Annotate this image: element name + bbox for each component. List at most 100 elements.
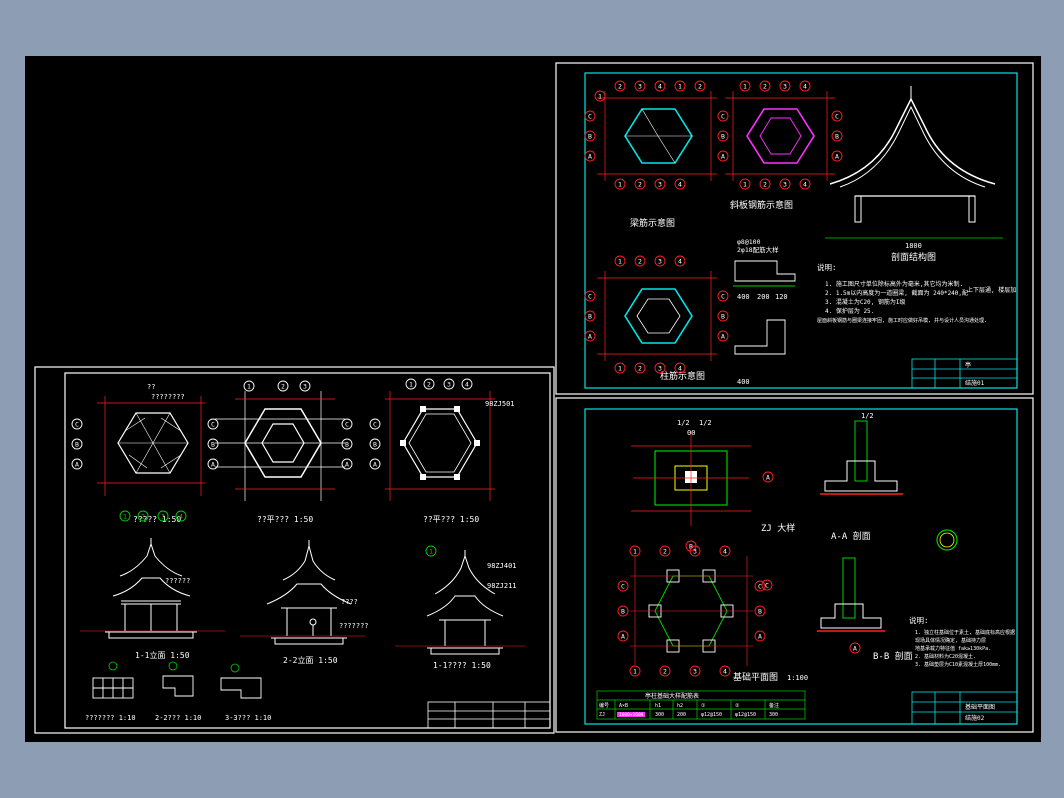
grid-bubble <box>584 330 596 342</box>
grid-bubble-label: 3 <box>658 181 662 189</box>
grid-bubble <box>754 630 766 642</box>
tr-dim-5: 1800 <box>905 242 922 250</box>
tr-note-5: 屋面斜板钢筋与圈梁连接牢固, 施工时应做好吊模, 并与设计人员沟通处理. <box>817 317 987 324</box>
grid-bubble <box>754 580 766 592</box>
grid-bubble <box>694 80 706 92</box>
grid-bubble <box>831 130 843 142</box>
grid-bubble-label: 2 <box>663 548 667 556</box>
grid-bubble-label: C <box>345 421 349 429</box>
footing-plan <box>631 431 751 526</box>
br-cell-6: 300 <box>769 712 778 718</box>
grid-bubble <box>461 378 473 390</box>
br-cell-4: φ12@150 <box>701 712 722 718</box>
cad-drawing: ????? 1:50 ??平??? 1:50 ??平??? 1:50 1-1立面… <box>34 62 1034 734</box>
tr-note-3: 3. 混凝土为C20, 钢筋为I级 <box>825 298 906 306</box>
br-title-1: 基础平面图 <box>733 671 778 683</box>
grid-bubble <box>584 290 596 302</box>
grid-bubble <box>674 178 686 190</box>
grid-bubble-label: A <box>835 153 839 161</box>
tr-note-4: 4. 保护层为 25. <box>825 307 874 315</box>
detail-callout-circles <box>108 661 240 673</box>
grid-bubble <box>689 545 701 557</box>
grid-bubble-label: A <box>345 461 349 469</box>
br-notes-header: 说明: <box>909 615 929 625</box>
sheet-tr-inner-frame <box>584 72 1018 389</box>
grid-bubble <box>617 580 629 592</box>
grid-bubble <box>369 438 381 450</box>
grid-bubble-label: C <box>211 421 215 429</box>
cad-canvas[interactable]: ????? 1:50 ??平??? 1:50 ??平??? 1:50 1-1立面… <box>25 56 1041 742</box>
br-note-2: 现场具体情况确定, 基础持力层 <box>915 637 986 644</box>
grid-bubble <box>717 110 729 122</box>
elevation-1 <box>105 538 197 639</box>
br-cell-3: 200 <box>677 712 686 718</box>
grid-bubble <box>175 510 187 522</box>
grid-bubble-label: 4 <box>678 365 682 373</box>
elev-title-2: 2-2立面 1:50 <box>283 655 338 665</box>
grid-bubble-label: B <box>75 441 79 449</box>
grid-bubble <box>71 418 83 430</box>
tr-title-4: 剖面结构图 <box>891 251 936 263</box>
callout-3: ?????? <box>165 577 190 585</box>
grid-bubble-label: A <box>766 474 770 482</box>
sheet-bottom-right: 基础平面图 1:100 ZJ 大样 A-A 剖面 B-B 剖面 1/2 1/2 … <box>555 397 1034 733</box>
tr-tb-2: 结施01 <box>965 379 985 387</box>
grid-bubble-label: 2 <box>698 83 702 91</box>
grid-bubble <box>243 380 255 392</box>
grid-bubble-label: 4 <box>723 668 727 676</box>
grid-bubble <box>277 380 289 392</box>
grid-bubble-label: 3 <box>783 83 787 91</box>
grid-bubble <box>831 110 843 122</box>
note-2: 98ZJ401 <box>487 562 517 570</box>
beam-plan <box>597 91 717 181</box>
grid-bubble <box>739 80 751 92</box>
grid-bubble <box>207 458 219 470</box>
grid-bubble-label: B <box>211 441 215 449</box>
grid-bubble-label: B <box>621 608 625 616</box>
roof-section <box>825 86 1003 239</box>
grid-bubble-label: 4 <box>803 83 807 91</box>
grid-bubble <box>341 458 353 470</box>
column-plan <box>385 391 495 501</box>
grid-bubble <box>617 605 629 617</box>
callout-2: ???????? <box>151 393 185 401</box>
grid-bubble-label: 4 <box>803 181 807 189</box>
grid-bubble <box>762 471 774 483</box>
tr-rebar-1: φ8@100 <box>737 238 761 246</box>
grid-bubble <box>759 80 771 92</box>
br-col-7: 备注 <box>769 702 779 709</box>
grid-bubble-label: 2 <box>281 383 285 391</box>
br-note-4: 2. 基础材料为C20混凝土. <box>915 653 976 660</box>
br-col-1: 编号 <box>599 702 609 709</box>
br-dim-3: 00 <box>687 429 695 437</box>
grid-bubble-label: B <box>835 133 839 141</box>
grid-bubble-label: 2 <box>638 181 642 189</box>
grid-bubble-label: 4 <box>678 181 682 189</box>
grid-bubble-label: 1 <box>598 93 602 101</box>
br-tb-1: 基础平面图 <box>965 703 995 711</box>
br-cell-5: φ12@150 <box>735 712 756 718</box>
grid-bubble <box>157 510 169 522</box>
grid-bubble <box>584 310 596 322</box>
grid-bubble-label: 2 <box>141 513 145 521</box>
roof-plan-hexagon <box>97 396 205 496</box>
grid-bubble-label: A <box>588 153 592 161</box>
grid-bubble <box>717 130 729 142</box>
callout-4: ???? <box>341 598 358 606</box>
br-col-4: h2 <box>677 703 683 709</box>
grid-bubble-label: C <box>835 113 839 121</box>
tr-tb-1: 亭 <box>965 361 971 369</box>
grid-bubble <box>654 80 666 92</box>
elevation-2 <box>266 540 352 645</box>
grid-bubble <box>405 378 417 390</box>
grid-bubble <box>634 80 646 92</box>
grid-bubble-label: 1 <box>678 83 682 91</box>
elevation-level-lines <box>80 630 525 647</box>
details-row <box>92 675 262 699</box>
grid-bubble <box>594 90 606 102</box>
note-1: 98ZJ501 <box>485 400 515 408</box>
grid-bubble <box>299 380 311 392</box>
tr-title-3: 柱筋示意图 <box>660 370 705 382</box>
grid-bubble-label: 3 <box>783 181 787 189</box>
grid-bubble-label: 2 <box>618 83 622 91</box>
